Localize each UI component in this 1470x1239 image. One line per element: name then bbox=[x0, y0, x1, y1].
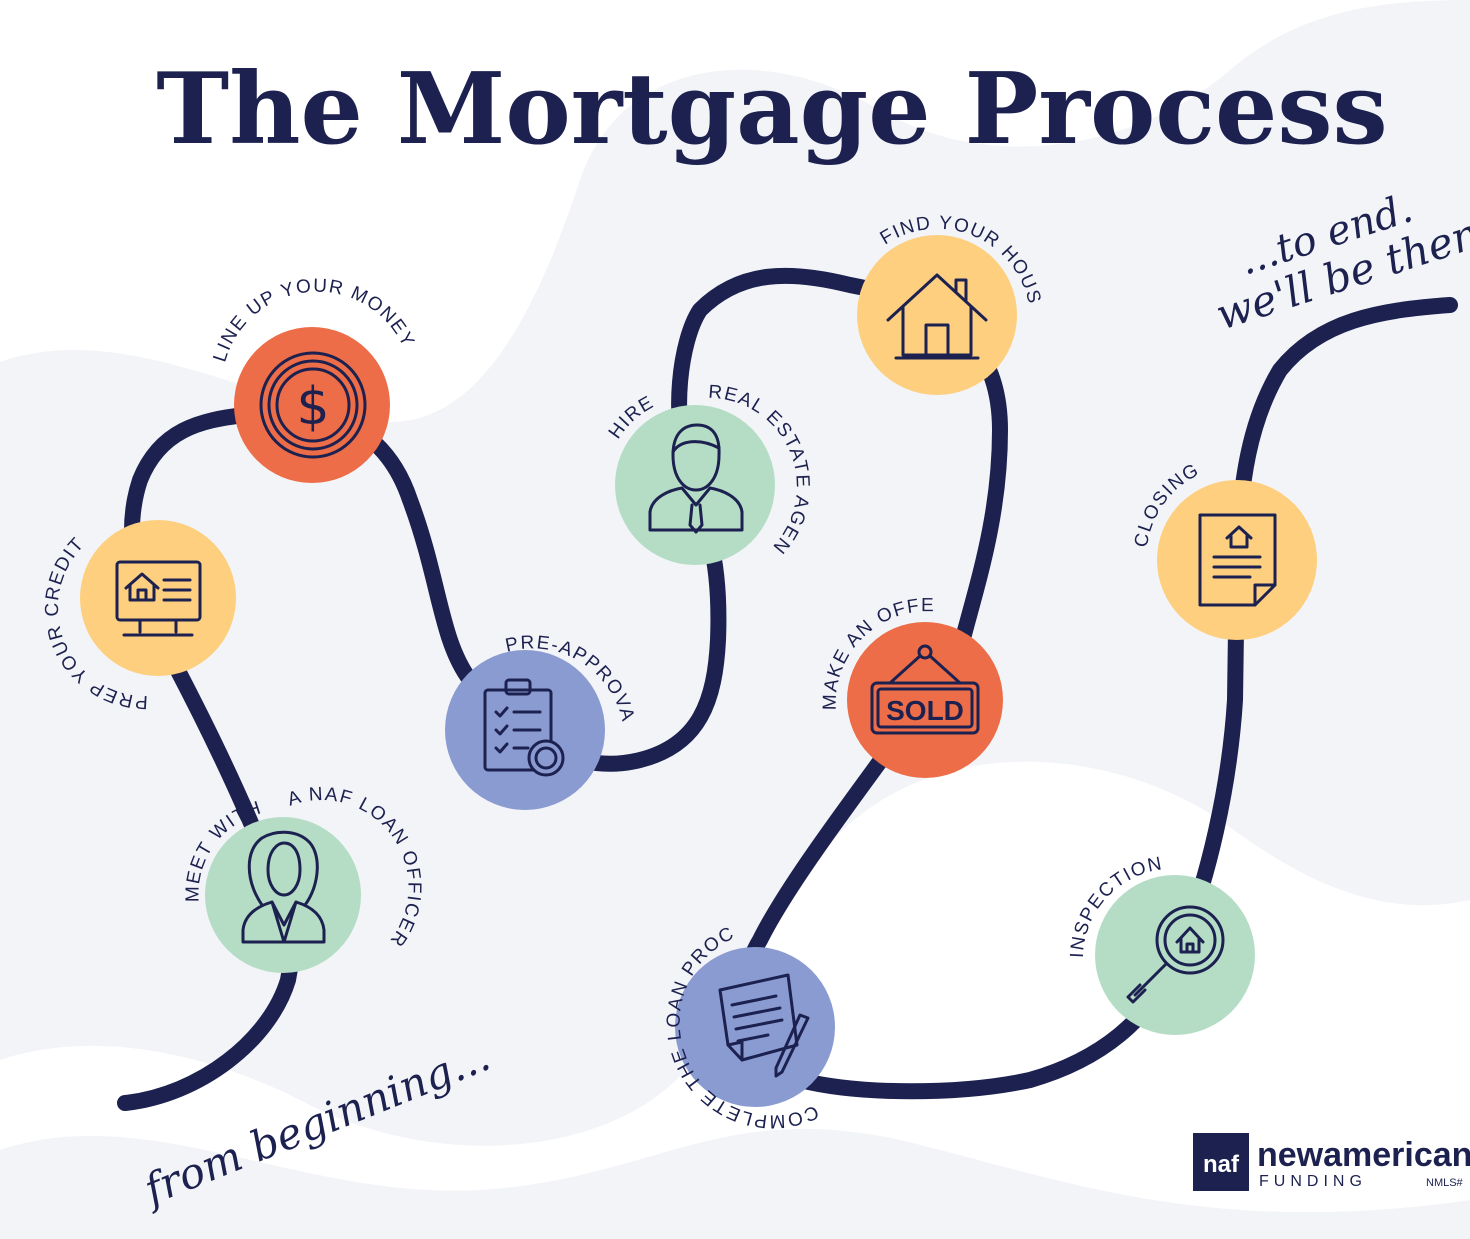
brand-logo-mark-text: naf bbox=[1203, 1151, 1240, 1178]
background-shape-lower bbox=[0, 1128, 1470, 1239]
step-inspection: INSPECTION bbox=[1067, 853, 1255, 1035]
brand-logo-mark bbox=[1193, 1133, 1249, 1191]
document-pen-icon bbox=[718, 973, 810, 1078]
magnifier-house-icon bbox=[1126, 905, 1225, 1004]
page-title: The Mortgage Process bbox=[156, 52, 1387, 167]
house-icon bbox=[886, 273, 988, 360]
brand-sub: FUNDING bbox=[1259, 1173, 1367, 1190]
step-circle bbox=[1157, 480, 1317, 640]
computer-monitor-house-icon bbox=[115, 560, 202, 637]
step-circle bbox=[675, 947, 835, 1107]
step-circle bbox=[615, 405, 775, 565]
agent-person-icon bbox=[648, 423, 744, 534]
step-circle bbox=[1095, 875, 1255, 1035]
step-circle bbox=[234, 327, 390, 483]
step-prep-your-credit: PREP YOUR CREDIT bbox=[42, 520, 236, 712]
sold-sign-icon: SOLD bbox=[870, 644, 980, 735]
brand-logo: naf newamerican FUNDING NMLS# bbox=[1193, 1133, 1470, 1191]
background-shape bbox=[0, 0, 1470, 1146]
closing-document-icon bbox=[1198, 513, 1277, 607]
clipboard-checklist-icon bbox=[483, 678, 565, 777]
svg-text:$: $ bbox=[296, 377, 329, 437]
dollar-coin-icon: $ bbox=[259, 351, 367, 459]
svg-text:SOLD: SOLD bbox=[886, 695, 964, 726]
brand-nmls: NMLS# bbox=[1426, 1177, 1464, 1189]
brand-name: newamerican bbox=[1257, 1136, 1470, 1174]
loan-officer-icon bbox=[241, 830, 326, 944]
step-circle bbox=[857, 235, 1017, 395]
step-circle bbox=[847, 622, 1003, 778]
step-circle bbox=[80, 520, 236, 676]
